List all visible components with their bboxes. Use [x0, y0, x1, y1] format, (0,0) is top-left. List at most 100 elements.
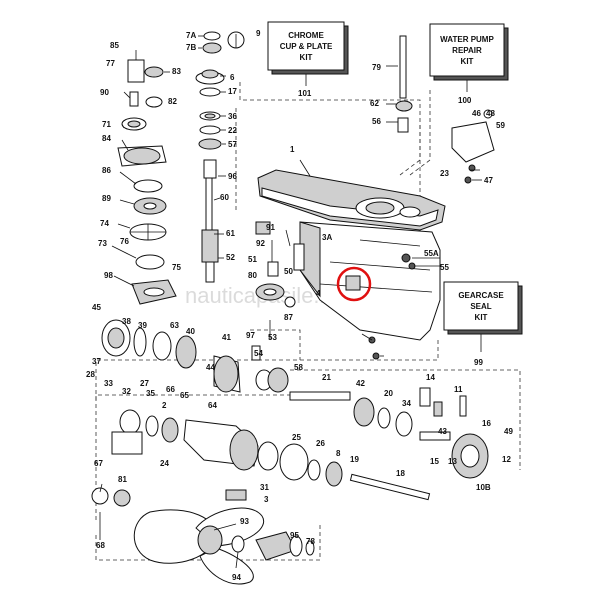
- callout-1: 1: [290, 145, 295, 154]
- callout-20: 20: [384, 389, 393, 398]
- callout-6: 6: [230, 73, 235, 82]
- callout-74: 74: [100, 219, 109, 228]
- callout-16: 16: [482, 419, 491, 428]
- callout-33: 33: [104, 379, 113, 388]
- callout-62: 62: [370, 99, 379, 108]
- gearcase-kit-line2: SEAL: [470, 302, 491, 311]
- callout-73: 73: [98, 239, 107, 248]
- callout-76: 76: [120, 237, 129, 246]
- highlighted-part: [345, 275, 361, 291]
- callout-4: 4: [316, 289, 321, 298]
- callout-34: 34: [402, 399, 411, 408]
- callout-98: 98: [104, 271, 113, 280]
- callout-27: 27: [140, 379, 149, 388]
- callout-97: 97: [246, 331, 255, 340]
- callout-90: 90: [100, 88, 109, 97]
- callout-86: 86: [102, 166, 111, 175]
- callout-39: 39: [138, 321, 147, 330]
- callout-71: 71: [102, 120, 111, 129]
- callout-32: 32: [122, 387, 131, 396]
- gears-bearings: [101, 319, 489, 479]
- callout-23: 23: [440, 169, 449, 178]
- callout-66: 66: [166, 385, 175, 394]
- callout-51: 51: [248, 255, 257, 264]
- callout-46: 46: [472, 109, 481, 118]
- callout-48: 48: [486, 109, 495, 118]
- callout-56: 56: [372, 117, 381, 126]
- gearcase-seal-kit-box: GEARCASE SEAL KIT 99: [443, 281, 523, 367]
- water-pump-kit-line2: REPAIR: [452, 46, 482, 55]
- callout-93: 93: [240, 517, 249, 526]
- callout-28: 28: [86, 370, 95, 379]
- leader-lines: [99, 35, 482, 569]
- callout-83: 83: [172, 67, 181, 76]
- callout-8: 8: [336, 449, 341, 458]
- callout-96: 96: [228, 172, 237, 181]
- callout-57: 57: [228, 140, 237, 149]
- callout-49: 49: [504, 427, 513, 436]
- callout-47: 47: [484, 176, 493, 185]
- chrome-kit-box: CHROME CUP & PLATE KIT 101: [267, 21, 349, 98]
- group-brackets: [95, 82, 521, 561]
- callout-79: 79: [372, 63, 381, 72]
- shift-linkage: [368, 35, 495, 417]
- propeller: [91, 487, 315, 585]
- water-pump-kit-line3: KIT: [461, 57, 474, 66]
- callout-36: 36: [228, 112, 237, 121]
- callout-64: 64: [208, 401, 217, 410]
- callout-91: 91: [266, 223, 275, 232]
- callout-43: 43: [438, 427, 447, 436]
- callout-41: 41: [222, 333, 231, 342]
- callout-2: 2: [162, 401, 167, 410]
- small-hardware: [251, 221, 305, 361]
- chrome-kit-line1: CHROME: [288, 31, 324, 40]
- callout-35: 35: [146, 389, 155, 398]
- callout-10B: 10B: [476, 483, 491, 492]
- prop-shaft-assembly: [111, 409, 431, 501]
- callout-24: 24: [160, 459, 169, 468]
- callout-82: 82: [168, 97, 177, 106]
- chrome-kit-number: 101: [298, 89, 312, 98]
- callout-17: 17: [228, 87, 237, 96]
- water-pump-kit-line1: WATER PUMP: [440, 35, 494, 44]
- callout-37: 37: [92, 357, 101, 366]
- callout-42: 42: [356, 379, 365, 388]
- driveshaft-stack: [195, 31, 245, 283]
- callout-15: 15: [430, 457, 439, 466]
- callout-55: 55: [440, 263, 449, 272]
- callout-63: 63: [170, 321, 179, 330]
- callout-44: 44: [206, 363, 215, 372]
- callout-52: 52: [226, 253, 235, 262]
- callout-21: 21: [322, 373, 331, 382]
- callout-25: 25: [292, 433, 301, 442]
- callout-85: 85: [110, 41, 119, 50]
- callout-87: 87: [284, 313, 293, 322]
- callout-13: 13: [448, 457, 457, 466]
- callout-67: 67: [94, 459, 103, 468]
- callout-84: 84: [102, 134, 111, 143]
- callout-3: 3: [264, 495, 269, 504]
- callout-40: 40: [186, 327, 195, 336]
- callout-89: 89: [102, 194, 111, 203]
- water-pump-stack: [117, 59, 177, 305]
- callout-55A: 55A: [424, 249, 439, 258]
- callout-19: 19: [350, 455, 359, 464]
- callout-45: 45: [92, 303, 101, 312]
- callout-59: 59: [496, 121, 505, 130]
- callout-26: 26: [316, 439, 325, 448]
- callout-7B: 7B: [186, 43, 196, 52]
- callout-labels: 85 77 90 71 84 86 89 74 76 73 83 82 7A 7…: [86, 29, 513, 582]
- callout-61: 61: [226, 229, 235, 238]
- callout-92: 92: [256, 239, 265, 248]
- callout-54: 54: [254, 349, 263, 358]
- callout-60: 60: [220, 193, 229, 202]
- gearcase-kit-line1: GEARCASE: [458, 291, 504, 300]
- callout-65: 65: [180, 391, 189, 400]
- callout-68: 68: [96, 541, 105, 550]
- callout-18: 18: [396, 469, 405, 478]
- callout-94: 94: [232, 573, 241, 582]
- water-pump-kit-box: WATER PUMP REPAIR KIT 100: [429, 23, 509, 105]
- callout-3A: 3A: [322, 233, 332, 242]
- callout-80: 80: [248, 271, 257, 280]
